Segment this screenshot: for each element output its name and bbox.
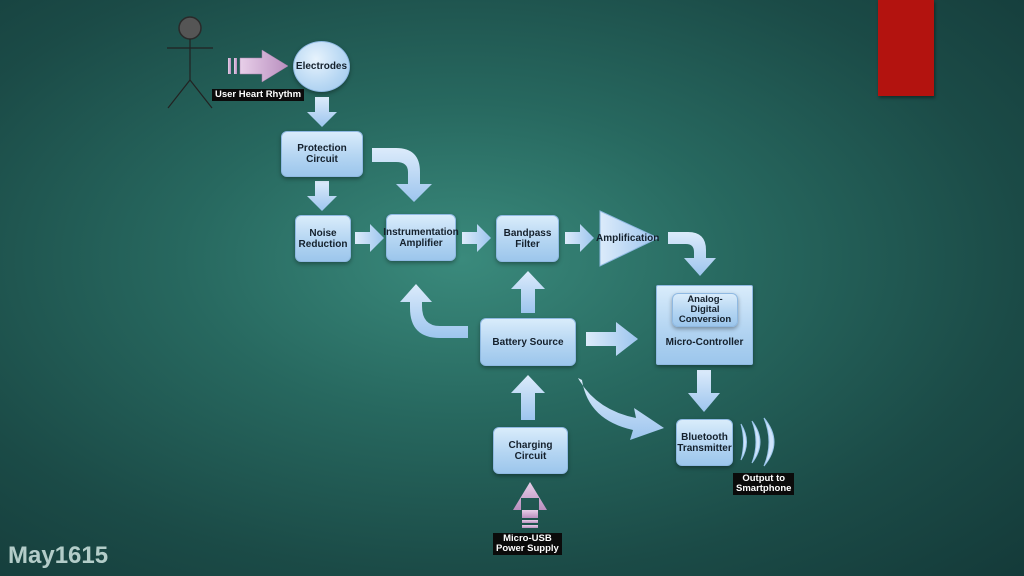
protection-circuit-label: Protection Circuit: [297, 143, 347, 165]
adc-node: Analog- Digital Conversion: [672, 293, 738, 327]
electrodes-node: Electrodes: [293, 41, 350, 92]
red-accent-block: [878, 0, 934, 96]
arrow-battery-bandpass: [511, 271, 545, 313]
micro-usb-label: Micro-USB Power Supply: [493, 533, 562, 555]
charging-circuit-node: Charging Circuit: [493, 427, 568, 474]
amplification-label: Amplification: [596, 233, 660, 244]
bandpass-filter-label: Bandpass Filter: [503, 227, 552, 250]
person-icon: [167, 16, 213, 109]
output-smartphone-label: Output to Smartphone: [733, 473, 795, 495]
user-heart-rhythm-label: User Heart Rhythm: [212, 89, 305, 101]
arrow-battery-bluetooth: [578, 378, 664, 440]
heart-rhythm-arrow: [228, 49, 289, 83]
micro-controller-label: Micro-Controller: [665, 337, 744, 348]
instrumentation-amplifier-node: Instrumentation Amplifier: [383, 214, 459, 261]
protection-circuit-node: Protection Circuit: [281, 131, 363, 177]
noise-reduction-node: Noise Reduction: [295, 215, 351, 262]
battery-source-node: Battery Source: [480, 318, 576, 366]
wireless-signal-icon: [740, 417, 775, 467]
arrow-mcu-bluetooth: [688, 370, 720, 412]
electrodes-label: Electrodes: [295, 61, 348, 72]
arrow-instrumentation-bandpass: [462, 224, 491, 252]
bandpass-filter-node: Bandpass Filter: [496, 215, 559, 262]
adc-label: Analog- Digital Conversion: [678, 294, 732, 325]
arrow-amplification-mcu: [668, 232, 716, 276]
arrow-electrodes-protection: [307, 97, 337, 127]
noise-reduction-label: Noise Reduction: [298, 227, 348, 250]
arrow-protection-instrumentation: [372, 148, 432, 202]
arrow-noise-instrumentation: [355, 224, 384, 252]
arrow-charging-battery: [511, 375, 545, 420]
charging-circuit-label: Charging Circuit: [508, 439, 553, 462]
arrow-bandpass-amplification: [565, 224, 594, 252]
bluetooth-transmitter-label: Bluetooth Transmitter: [677, 431, 732, 454]
amplification-triangle: [599, 210, 660, 267]
watermark: May1615: [8, 542, 109, 569]
instrumentation-amplifier-label: Instrumentation Amplifier: [383, 226, 459, 249]
arrow-battery-mcu: [586, 322, 638, 356]
battery-source-label: Battery Source: [492, 336, 564, 348]
bluetooth-transmitter-node: Bluetooth Transmitter: [676, 419, 733, 466]
arrow-protection-noise: [307, 181, 337, 211]
arrow-battery-instrumentation: [400, 284, 468, 338]
micro-usb-arrow: [513, 482, 547, 528]
